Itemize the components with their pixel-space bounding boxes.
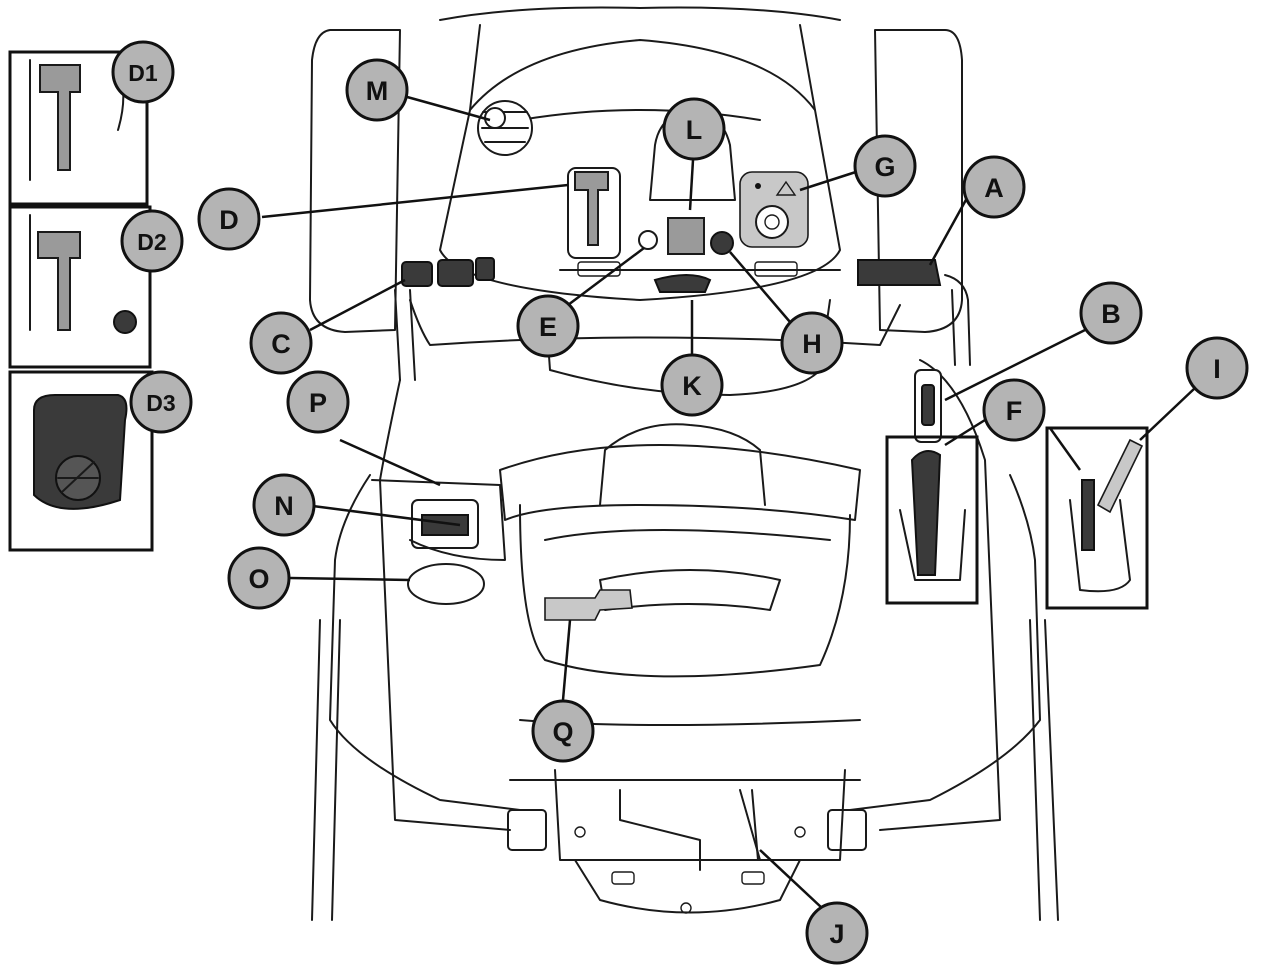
callout-d1-label: D1 [128, 60, 158, 86]
callout-l: L [662, 97, 726, 161]
callout-d-label: D [219, 205, 239, 235]
light-switch [710, 231, 734, 255]
tractor-body [309, 6, 1059, 921]
lift-lever-icon [914, 369, 942, 443]
callout-g-label: G [874, 152, 895, 182]
cruise-button [638, 230, 658, 250]
callout-b-label: B [1101, 299, 1121, 329]
callout-n: N [252, 473, 316, 537]
callout-p-label: P [309, 388, 327, 418]
throttle-lever-icon [567, 167, 621, 259]
right-handle-control [857, 259, 942, 286]
panel-n [421, 514, 469, 536]
callout-o: O [227, 546, 291, 610]
callout-g: G [853, 134, 917, 198]
hitch-pin-j [751, 789, 759, 861]
callout-d1: D1 [111, 40, 175, 104]
callout-d2: D2 [120, 209, 184, 273]
callout-d3: D3 [129, 370, 193, 434]
leader-lines [261, 93, 1196, 909]
callout-f: F [982, 378, 1046, 442]
panel-p [411, 499, 479, 549]
callout-h-label: H [802, 329, 822, 359]
ignition-switch-icon [739, 171, 809, 248]
components [401, 100, 942, 861]
callout-d: D [197, 187, 261, 251]
callout-i: I [1185, 336, 1249, 400]
callout-h: H [780, 311, 844, 375]
callout-n-label: N [274, 491, 294, 521]
callout-a: A [962, 155, 1026, 219]
callout-p: P [286, 370, 350, 434]
callout-d2-label: D2 [137, 229, 166, 255]
detail-d1 [8, 50, 149, 206]
callout-b: B [1079, 281, 1143, 345]
detail-d3 [8, 370, 154, 552]
fuel-cap-icon [55, 455, 101, 501]
detail-d2 [8, 205, 152, 369]
callout-e-label: E [539, 312, 557, 342]
callout-c-label: C [271, 329, 291, 359]
detail-i [1045, 426, 1149, 610]
callout-l-label: L [686, 115, 703, 145]
callout-m: M [345, 58, 409, 122]
cup-holder-o [407, 563, 485, 605]
brake-button [653, 274, 712, 293]
callout-q-label: Q [552, 717, 573, 747]
callout-q: Q [531, 699, 595, 763]
callout-j-label: J [829, 919, 844, 949]
hour-meter [667, 217, 705, 255]
callout-o-label: O [248, 564, 269, 594]
detail-f [885, 435, 979, 605]
callout-d3-label: D3 [146, 390, 175, 416]
callout-e: E [516, 294, 580, 358]
callout-j: J [805, 901, 869, 965]
callout-k: K [660, 353, 724, 417]
callout-i-label: I [1213, 354, 1221, 384]
left-handle-controls [401, 257, 495, 287]
choke-knob-icon [477, 100, 533, 156]
callout-k-label: K [682, 371, 702, 401]
callout-f-label: F [1006, 396, 1023, 426]
callout-a-label: A [984, 173, 1004, 203]
seat-lever-q [544, 589, 633, 621]
callout-c: C [249, 311, 313, 375]
callout-m-label: M [366, 76, 389, 106]
